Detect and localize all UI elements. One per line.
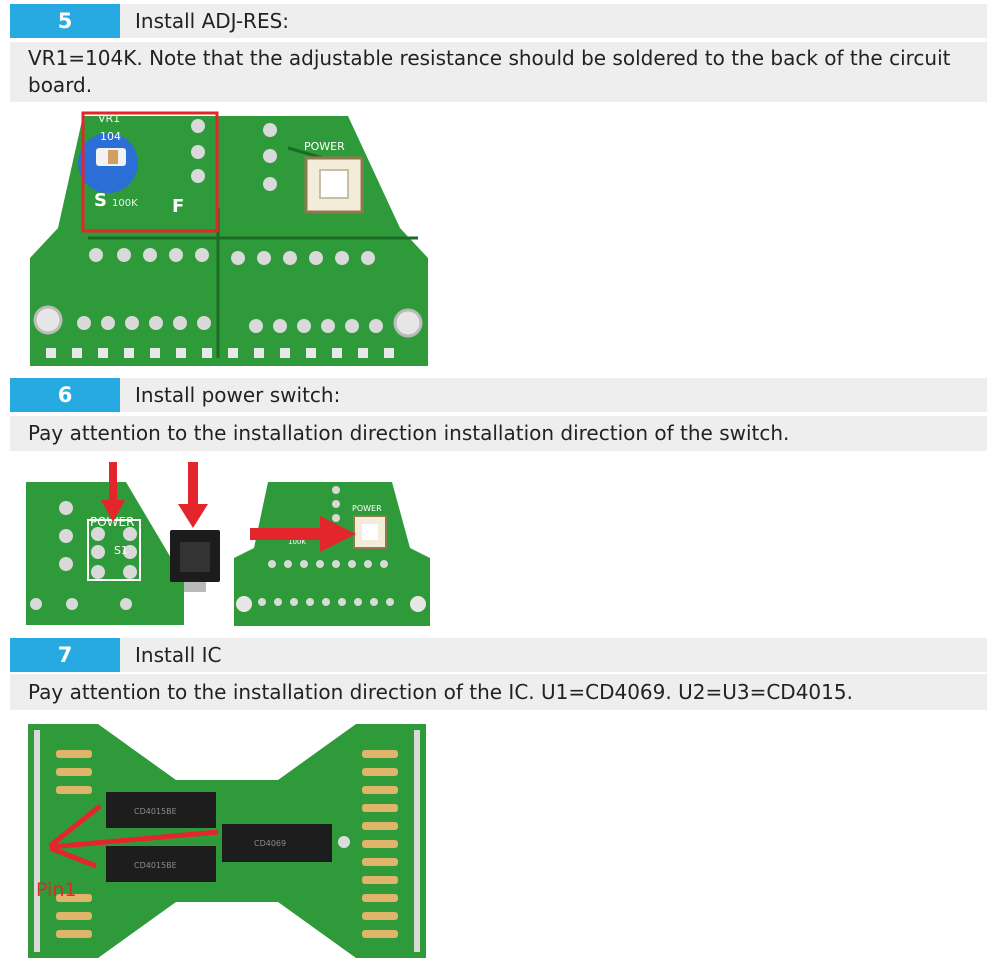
step-5-header: 5 Install ADJ-RES: [10,4,987,38]
small-value-label: 100K [288,538,306,546]
step-6-note: Pay attention to the installation direct… [10,416,987,451]
vr1-label: VR1 [98,112,120,125]
step-6-photo-board-right: POWER 100K [232,478,430,628]
chip-u3-label: CD4015BE [134,861,177,870]
step-7-number: 7 [10,638,120,672]
step-7-note: Pay attention to the installation direct… [10,674,987,710]
step-6-photo-board-left: POWER S1 [26,460,186,625]
right-arrow-head [320,516,356,552]
step-7-photo: CD4015BE CD4015BE CD4069 Pin1 [26,720,428,960]
step-5-note: VR1=104K. Note that the adjustable resis… [10,42,987,102]
pin1-arrow-lower [49,845,97,869]
right-arrow-shaft [250,528,322,540]
step-7-title: Install IC [135,643,222,667]
silk-f-label: F [172,196,184,217]
down-arrow-shaft-left [109,462,117,502]
s1-label: S1 [114,544,128,557]
pin1-arrow-upper [48,804,102,848]
step-6-title: Install power switch: [135,383,341,407]
step-5-photo: VR1 104 100K S F POWER [28,108,428,368]
step-7-header: 7 Install IC [10,638,987,672]
vr1-code-label: 104 [100,130,121,143]
power-label: POWER [90,515,134,529]
power-silk-label: POWER [304,140,345,153]
step-6-header: 6 Install power switch: [10,378,987,412]
down-arrow-head-switch [178,504,208,528]
pin1-arrow-middle [49,829,219,850]
step-6-number: 6 [10,378,120,412]
step-5-title: Install ADJ-RES: [135,9,290,33]
down-arrow-shaft-switch [188,462,198,506]
down-arrow-head-left [101,500,125,522]
adj-res-highlight-box [81,111,219,233]
silk-s-label: S [94,190,107,211]
step-6-photo-switch [160,460,230,600]
chip-u2-label: CD4015BE [134,807,177,816]
vr1-value-label: 100K [112,198,138,209]
pin1-label: Pin1 [36,879,76,901]
step-5-number: 5 [10,4,120,38]
small-power-label: POWER [352,504,382,513]
chip-u1-label: CD4069 [254,839,286,848]
